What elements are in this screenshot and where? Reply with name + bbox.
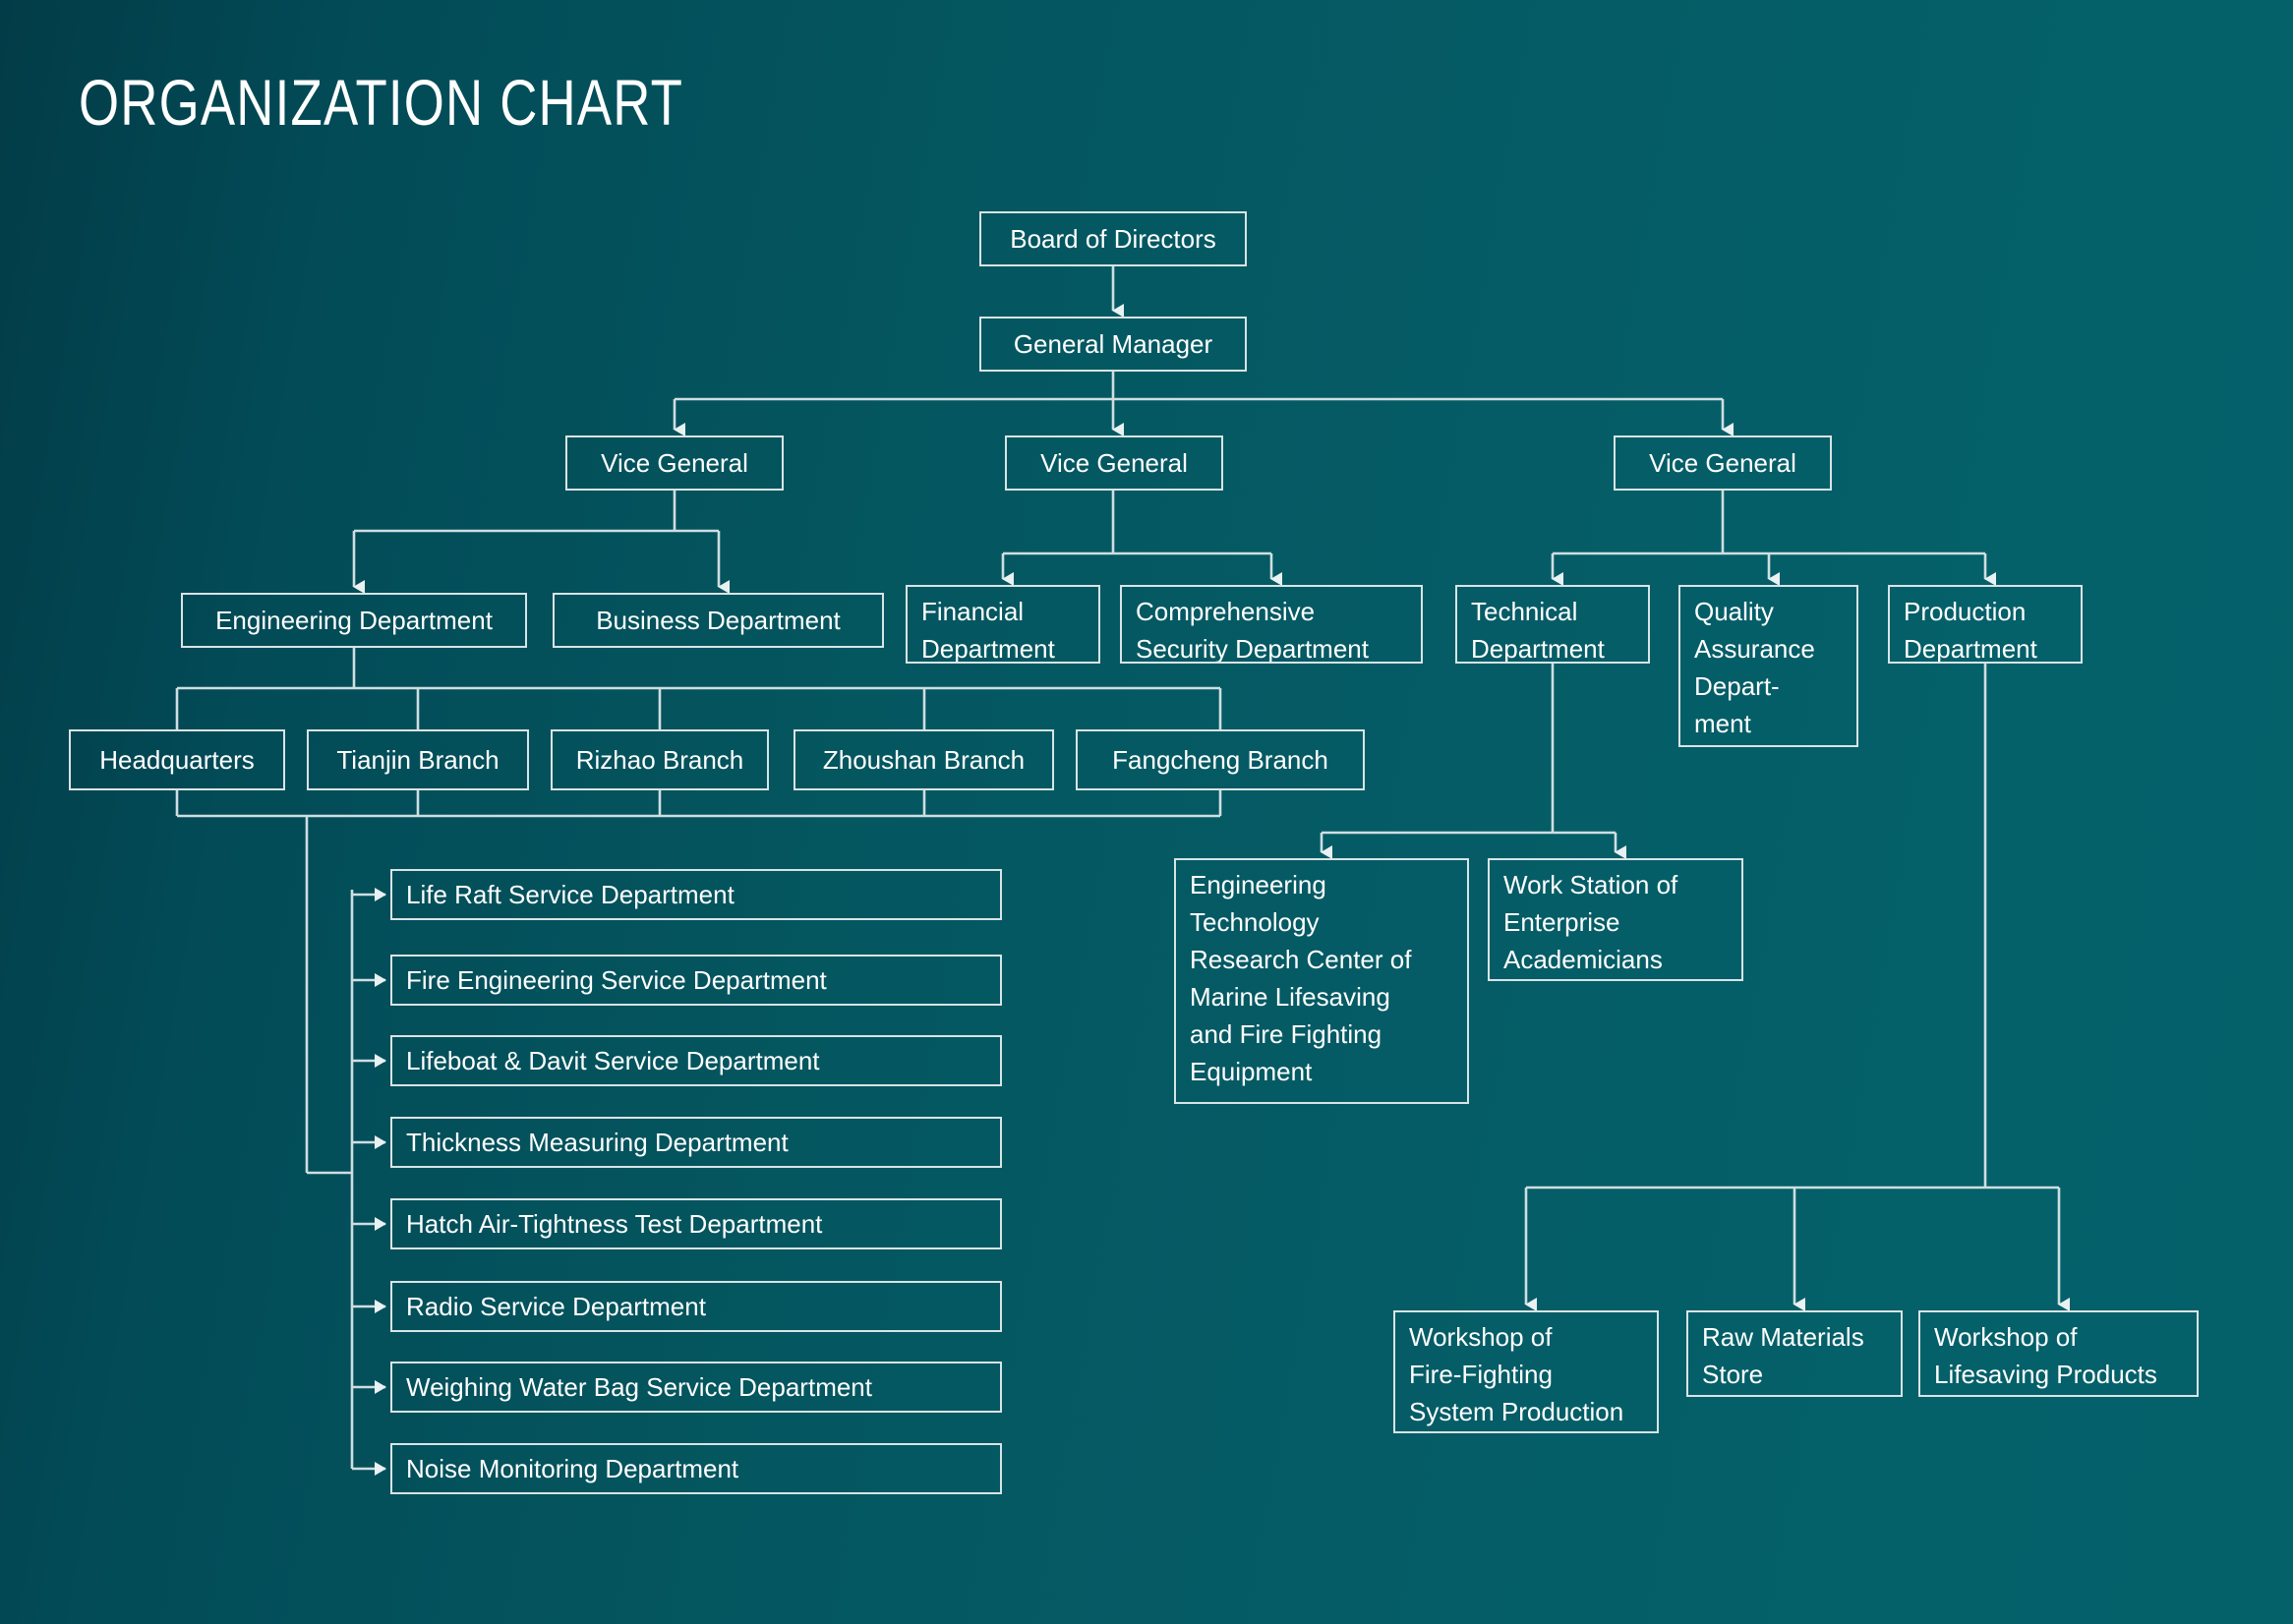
node-weighing-water-bag-service-department[interactable]: Weighing Water Bag Service Department xyxy=(390,1362,1002,1413)
node-vice-general-2[interactable]: Vice General xyxy=(1005,435,1223,491)
node-workshop-of-lifesaving-products[interactable]: Workshop of Lifesaving Products xyxy=(1918,1310,2199,1397)
edge-tech-bus xyxy=(1322,664,1616,835)
node-hatch-air-tightness-test-department[interactable]: Hatch Air-Tightness Test Department xyxy=(390,1198,1002,1249)
node-business-department[interactable]: Business Department xyxy=(553,593,884,648)
node-life-raft-service-department[interactable]: Life Raft Service Department xyxy=(390,869,1002,920)
node-rizhao-branch[interactable]: Rizhao Branch xyxy=(551,729,769,790)
node-noise-monitoring-department[interactable]: Noise Monitoring Department xyxy=(390,1443,1002,1494)
node-financial-department[interactable]: Financial Department xyxy=(906,585,1100,664)
edge-gm-bus xyxy=(675,372,1723,401)
node-engineering-technology-research-center[interactable]: Engineering Technology Research Center o… xyxy=(1174,858,1469,1104)
node-radio-service-department[interactable]: Radio Service Department xyxy=(390,1281,1002,1332)
node-technical-department[interactable]: Technical Department xyxy=(1455,585,1650,664)
node-thickness-measuring-department[interactable]: Thickness Measuring Department xyxy=(390,1117,1002,1168)
node-headquarters[interactable]: Headquarters xyxy=(69,729,285,790)
node-comprehensive-security-department[interactable]: Comprehensive Security Department xyxy=(1120,585,1423,664)
node-quality-assurance-department[interactable]: Quality Assurance Depart- ment xyxy=(1678,585,1858,747)
node-workshop-of-fire-fighting-system-production[interactable]: Workshop of Fire-Fighting System Product… xyxy=(1393,1310,1659,1433)
node-zhoushan-branch[interactable]: Zhoushan Branch xyxy=(794,729,1054,790)
node-general-manager[interactable]: General Manager xyxy=(979,317,1247,372)
node-engineering-department[interactable]: Engineering Department xyxy=(181,593,527,648)
node-board-of-directors[interactable]: Board of Directors xyxy=(979,211,1247,266)
node-fangcheng-branch[interactable]: Fangcheng Branch xyxy=(1076,729,1365,790)
node-work-station-of-enterprise-academicians[interactable]: Work Station of Enterprise Academicians xyxy=(1488,858,1743,981)
node-production-department[interactable]: Production Department xyxy=(1888,585,2083,664)
edge-vg1-bus xyxy=(354,491,719,533)
page-title: ORGANIZATION CHART xyxy=(79,66,684,139)
node-vice-general-1[interactable]: Vice General xyxy=(565,435,784,491)
node-lifeboat-davit-service-department[interactable]: Lifeboat & Davit Service Department xyxy=(390,1035,1002,1086)
node-raw-materials-store[interactable]: Raw Materials Store xyxy=(1686,1310,1903,1397)
node-vice-general-3[interactable]: Vice General xyxy=(1614,435,1832,491)
edge-vg3-bus xyxy=(1553,491,1985,555)
edge-vg2-bus xyxy=(1003,491,1271,555)
node-fire-engineering-service-department[interactable]: Fire Engineering Service Department xyxy=(390,955,1002,1006)
node-tianjin-branch[interactable]: Tianjin Branch xyxy=(307,729,529,790)
